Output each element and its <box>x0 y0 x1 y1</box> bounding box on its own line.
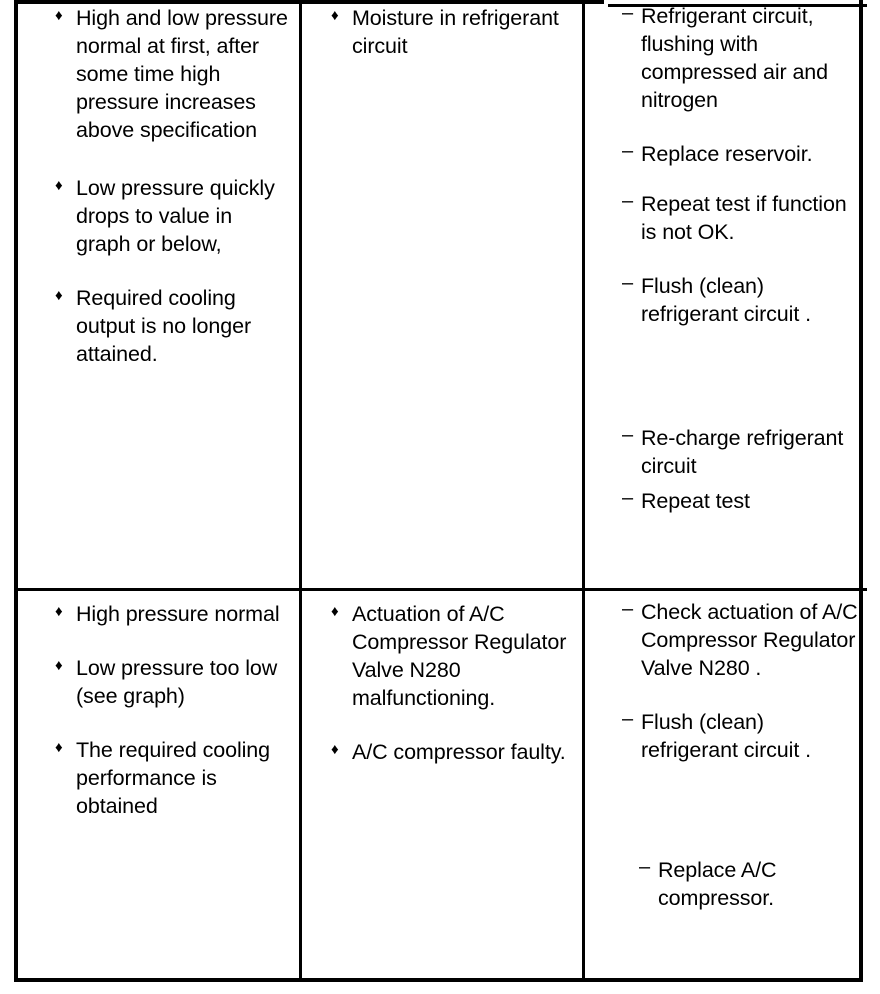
list-item: ♦ Moisture in refrigerant circuit <box>331 4 574 60</box>
list-item: ♦ The required cooling performance is ob… <box>55 736 291 820</box>
bullet-diamond-icon: ♦ <box>55 7 63 24</box>
table-top-border-left <box>18 0 604 4</box>
row-2-symptom-cell: ♦ High pressure normal ♦ Low pressure to… <box>18 591 299 982</box>
dash-marker-icon: – <box>622 2 634 24</box>
list-item-label: Flush (clean) refrigerant circuit . <box>641 710 811 762</box>
list-item-label: The required cooling performance is obta… <box>76 738 271 818</box>
bullet-diamond-icon: ♦ <box>331 7 339 24</box>
column-divider-2 <box>582 0 585 982</box>
list-item-label: Low pressure quickly drops to value in g… <box>76 176 275 256</box>
list-item: – Re-charge refrigerant circuit <box>622 424 861 480</box>
dash-marker-icon: – <box>622 190 634 212</box>
bullet-diamond-icon: ♦ <box>55 177 63 194</box>
list-item-label: Low pressure too low (see graph) <box>76 656 278 708</box>
list-item-label: High and low pressure normal at first, a… <box>76 6 288 142</box>
row-2-cause-cell: ♦ Actuation of A/C Compressor Regulator … <box>302 591 582 982</box>
list-item-label: Repeat test <box>641 489 750 513</box>
list-item-label: Repeat test if function is not OK. <box>641 192 847 244</box>
dash-marker-icon: – <box>622 708 634 730</box>
list-item-label: Replace A/C compressor. <box>658 858 777 910</box>
list-item-label: A/C compressor faulty. <box>352 740 566 764</box>
column-divider-1 <box>299 0 302 982</box>
bullet-diamond-icon: ♦ <box>55 657 63 674</box>
list-item: – Replace A/C compressor. <box>639 856 861 912</box>
row-1-symptom-cell: ♦ High and low pressure normal at first,… <box>18 0 299 588</box>
list-item: ♦ Low pressure quickly drops to value in… <box>55 174 291 258</box>
table-top-border-right <box>608 4 867 7</box>
list-item-label: Replace reservoir. <box>641 142 813 166</box>
list-item-label: Refrigerant circuit, flushing with compr… <box>641 4 829 112</box>
list-item-label: Flush (clean) refrigerant circuit . <box>641 274 811 326</box>
list-item-label: Moisture in refrigerant circuit <box>352 6 559 58</box>
dash-marker-icon: – <box>622 424 634 446</box>
troubleshooting-table: ♦ High and low pressure normal at first,… <box>14 0 867 982</box>
list-item-label: Check actuation of A/C Compressor Regula… <box>641 600 858 680</box>
bullet-diamond-icon: ♦ <box>331 603 339 620</box>
list-item: ♦ A/C compressor faulty. <box>331 738 574 766</box>
dash-marker-icon: – <box>639 856 651 878</box>
dash-marker-icon: – <box>622 598 634 620</box>
list-item: – Flush (clean) refrigerant circuit . <box>622 708 861 764</box>
list-item: ♦ High and low pressure normal at first,… <box>55 4 291 144</box>
list-item: – Repeat test if function is not OK. <box>622 190 861 246</box>
list-item: ♦ High pressure normal <box>55 600 291 628</box>
list-item-label: Required cooling output is no longer att… <box>76 286 252 366</box>
list-item: – Check actuation of A/C Compressor Regu… <box>622 598 861 682</box>
list-item: – Refrigerant circuit, flushing with com… <box>622 2 861 114</box>
dash-marker-icon: – <box>622 272 634 294</box>
list-item: ♦ Required cooling output is no longer a… <box>55 284 291 368</box>
list-item-label: High pressure normal <box>76 602 280 626</box>
row-2-remedy-cell: – Check actuation of A/C Compressor Regu… <box>585 591 867 982</box>
list-item: – Flush (clean) refrigerant circuit . <box>622 272 861 328</box>
row-1-remedy-cell: – Refrigerant circuit, flushing with com… <box>585 0 867 588</box>
list-item: ♦ Actuation of A/C Compressor Regulator … <box>331 600 574 712</box>
row-1-cause-cell: ♦ Moisture in refrigerant circuit <box>302 0 582 588</box>
bullet-diamond-icon: ♦ <box>331 741 339 758</box>
bullet-diamond-icon: ♦ <box>55 287 63 304</box>
list-item: – Repeat test <box>622 487 861 515</box>
dash-marker-icon: – <box>622 140 634 162</box>
bullet-diamond-icon: ♦ <box>55 739 63 756</box>
list-item-label: Actuation of A/C Compressor Regulator Va… <box>352 602 567 710</box>
row-divider-1 <box>18 588 867 591</box>
list-item-label: Re-charge refrigerant circuit <box>641 426 844 478</box>
list-item: ♦ Low pressure too low (see graph) <box>55 654 291 710</box>
dash-marker-icon: – <box>622 487 634 509</box>
list-item: – Replace reservoir. <box>622 140 861 168</box>
bullet-diamond-icon: ♦ <box>55 603 63 620</box>
